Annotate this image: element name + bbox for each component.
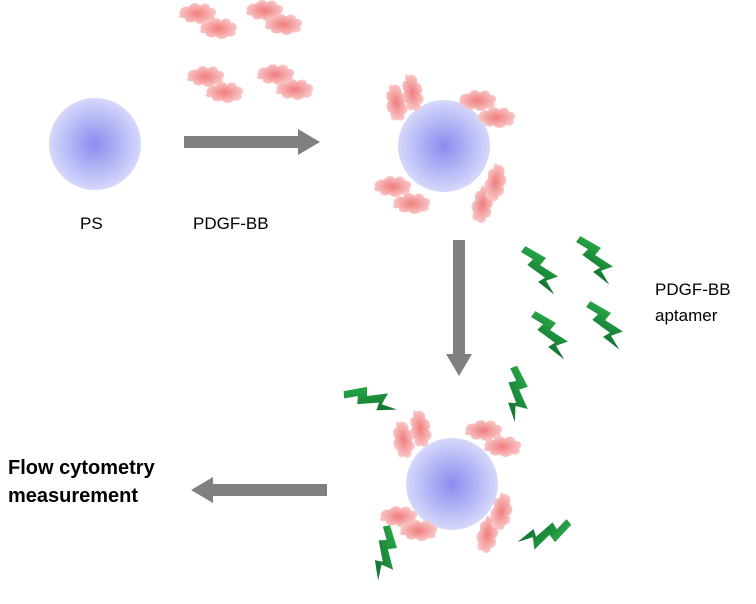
label-aptamer-line1: PDGF-BB xyxy=(655,280,731,299)
free-aptamer-group xyxy=(515,230,632,363)
label-output-line1: Flow cytometry xyxy=(8,457,155,479)
process-arrow-right xyxy=(184,129,320,155)
process-arrow-left xyxy=(191,477,327,503)
aptamer-icon xyxy=(341,382,401,415)
aptamer-icon xyxy=(515,513,576,557)
aptamer-icon xyxy=(580,295,632,353)
label-ps: PS xyxy=(80,214,103,233)
aptamer-icon xyxy=(525,305,577,363)
aptamer-icon xyxy=(505,364,531,423)
aptamer-icon xyxy=(515,240,567,298)
aptamer-icon xyxy=(570,230,622,288)
label-aptamer-line2: aptamer xyxy=(655,306,718,325)
free-protein-group xyxy=(178,0,314,103)
bead-ps xyxy=(49,98,141,190)
bead-ps xyxy=(398,100,490,192)
protein-icon xyxy=(373,176,412,197)
bead-ps xyxy=(406,438,498,530)
bead-protein-complex xyxy=(373,72,516,225)
bead-protein-aptamer-complex xyxy=(341,364,576,582)
protein-icon xyxy=(482,162,510,203)
aptamer-icon xyxy=(373,524,399,582)
protein-icon xyxy=(178,3,217,24)
label-output-line2: measurement xyxy=(8,485,139,507)
label-pdgf-bb: PDGF-BB xyxy=(193,214,269,233)
process-arrow-down xyxy=(446,240,472,376)
